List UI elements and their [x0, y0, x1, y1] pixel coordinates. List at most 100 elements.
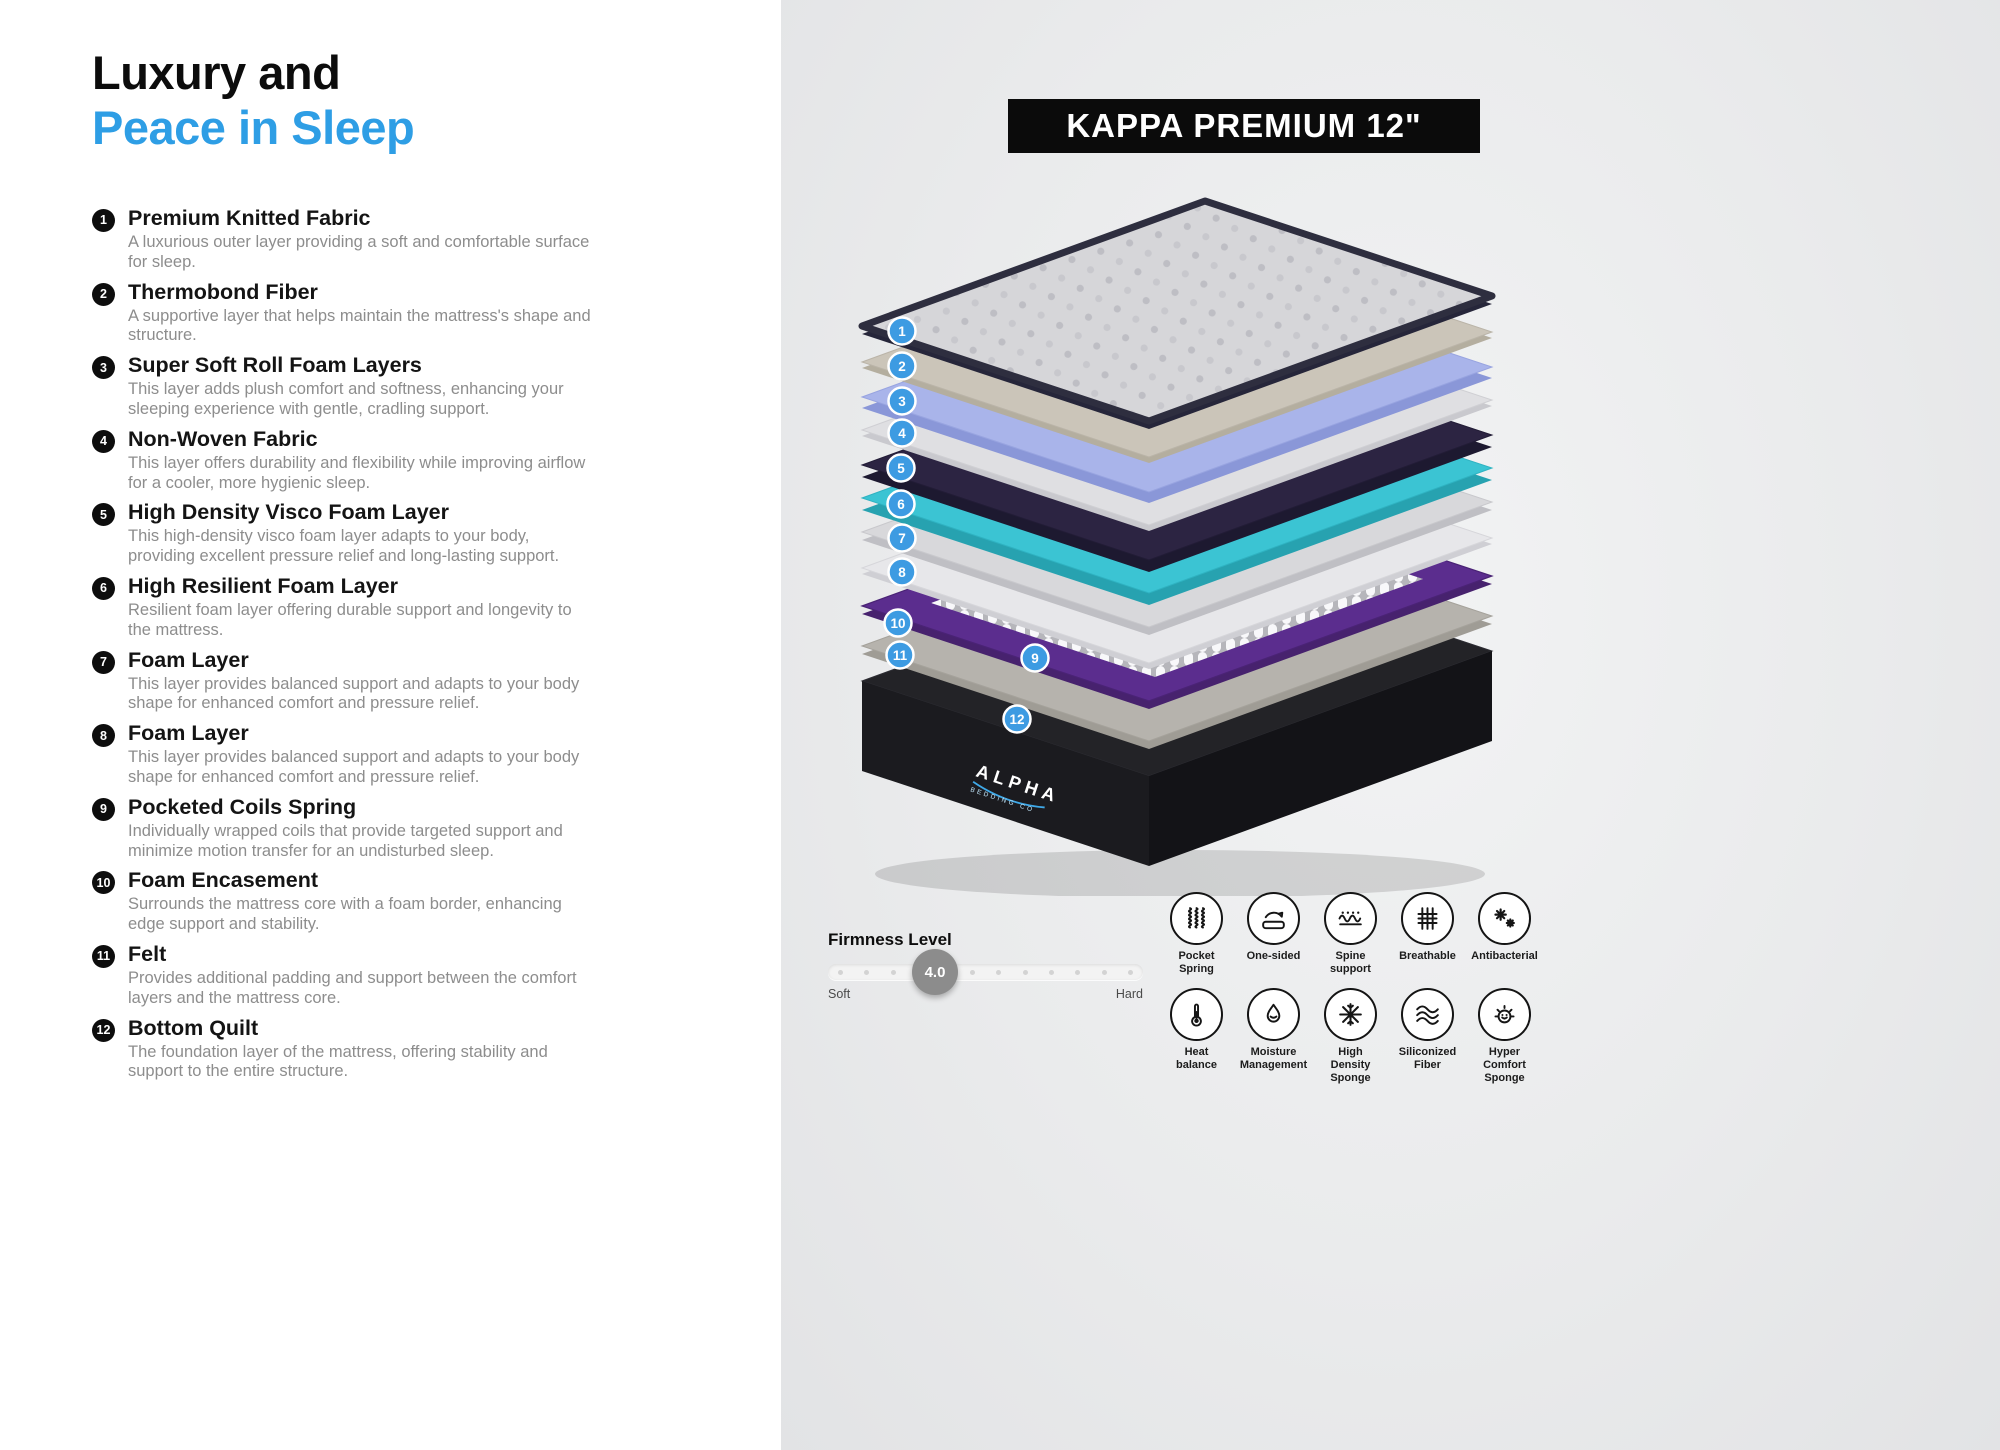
layer-description: A luxurious outer layer providing a soft… — [128, 232, 590, 271]
layer-description: This layer adds plush comfort and softne… — [128, 380, 564, 418]
feature-spine-support: Spine support — [1312, 892, 1389, 975]
feature-label: Breathable — [1399, 950, 1456, 962]
track-dot — [996, 969, 1002, 975]
illustration-badge-4: 4 — [887, 418, 917, 448]
layer-item: 5 High Density Visco Foam Layer This hig… — [92, 500, 742, 567]
layer-title: Foam Layer — [128, 721, 249, 746]
illustration-badge-2: 2 — [887, 351, 917, 381]
layer-title: Foam Layer — [128, 647, 249, 672]
svg-text:3: 3 — [898, 394, 906, 409]
layer-title: High Density Visco Foam Layer — [128, 500, 450, 525]
layer-item: 1 Premium Knitted Fabric A luxurious out… — [92, 206, 742, 273]
spine-support-icon — [1338, 911, 1362, 926]
layer-item: 3 Super Soft Roll Foam Layers This layer… — [92, 353, 742, 420]
firmness-slider-knob[interactable]: 4.0 — [912, 949, 958, 995]
illustration-badge-5: 5 — [886, 453, 916, 483]
layer-number-badge: 3 — [92, 356, 115, 380]
layer-item: 7 Foam Layer This layer provides balance… — [92, 648, 742, 715]
layer-number-badge: 5 — [92, 503, 115, 527]
feature-siliconized-fiber: Siliconized Fiber — [1389, 988, 1466, 1084]
mattress-exploded-illustration: ALPHA BEDDING CO — [858, 197, 1496, 896]
layer-title: Super Soft Roll Foam Layers — [128, 353, 422, 378]
feature-label: High Density Sponge — [1330, 1046, 1371, 1084]
layer-number-badge: 11 — [92, 944, 115, 968]
track-dot — [1101, 969, 1107, 975]
track-dot — [1075, 969, 1081, 975]
firmness-min-label: Soft — [828, 987, 851, 1001]
layer-description: The foundation layer of the mattress, of… — [128, 1042, 548, 1081]
layer-number-badge: 4 — [92, 429, 115, 453]
layer-item: 12 Bottom Quilt The foundation layer of … — [92, 1016, 742, 1083]
illustration-badge-7: 7 — [887, 523, 917, 553]
high-density-sponge-icon — [1339, 1003, 1362, 1027]
layer-number-badge: 12 — [92, 1018, 115, 1042]
layer-number-badge: 2 — [92, 282, 115, 306]
layer-title: Pocketed Coils Spring — [128, 794, 357, 819]
track-dot — [1127, 969, 1133, 975]
svg-text:11: 11 — [893, 648, 908, 663]
feature-label: Moisture Management — [1239, 1046, 1308, 1071]
track-dot — [864, 969, 870, 975]
illustration-badge-9: 9 — [1020, 643, 1050, 673]
layer-description: Individually wrapped coils that provide … — [128, 821, 563, 860]
illustration-badge-11: 11 — [885, 640, 915, 670]
layer-description: This layer provides balanced support and… — [128, 674, 580, 713]
firmness-section: Firmness Level 4.0 Soft Hard — [828, 930, 1143, 1001]
layer-number-badge: 8 — [92, 724, 115, 748]
page-title-line1: Luxury and — [92, 46, 341, 99]
layer-item: 2 Thermobond Fiber A supportive layer th… — [92, 280, 742, 347]
heat-balance-icon — [1191, 1003, 1202, 1027]
layer-list: 1 Premium Knitted Fabric A luxurious out… — [92, 206, 742, 1082]
layer-title: Thermobond Fiber — [128, 279, 318, 304]
layer-item: 9 Pocketed Coils Spring Individually wra… — [92, 795, 742, 862]
layer-item: 4 Non-Woven Fabric This layer offers dur… — [92, 427, 742, 494]
layer-description: This layer offers durability and flexibi… — [128, 453, 586, 492]
firmness-slider-track[interactable]: 4.0 — [828, 949, 1143, 995]
feature-one-sided: One-sided — [1235, 892, 1312, 975]
layer-title: High Resilient Foam Layer — [128, 573, 399, 598]
svg-text:2: 2 — [898, 359, 906, 374]
layer-number-badge: 6 — [92, 576, 115, 600]
feature-moisture-management: Moisture Management — [1235, 988, 1312, 1084]
illustration-badge-10: 10 — [883, 608, 913, 638]
feature-antibacterial: Antibacterial — [1466, 892, 1543, 975]
layer-title: Bottom Quilt — [128, 1015, 259, 1040]
feature-label: Heat balance — [1176, 1046, 1217, 1071]
svg-text:8: 8 — [898, 565, 906, 580]
svg-text:6: 6 — [897, 497, 905, 512]
layer-title: Foam Encasement — [128, 868, 318, 893]
layer-number-badge: 9 — [92, 797, 115, 821]
illustration-badge-1: 1 — [887, 316, 917, 346]
feature-breathable: Breathable — [1389, 892, 1466, 975]
layer-item: 8 Foam Layer This layer provides balance… — [92, 721, 742, 788]
illustration-badge-12: 12 — [1002, 704, 1032, 734]
illustration-badge-3: 3 — [887, 386, 917, 416]
moisture-management-icon — [1266, 1004, 1281, 1023]
layer-description: Provides additional padding and support … — [128, 968, 577, 1007]
layer-description: Resilient foam layer offering durable su… — [128, 600, 572, 639]
feature-hyper-comfort-sponge: Hyper Comfort Sponge — [1466, 988, 1543, 1084]
layer-title: Felt — [128, 941, 167, 966]
track-dot — [890, 969, 896, 975]
breathable-icon — [1417, 907, 1438, 930]
pocket-spring-icon — [1187, 907, 1206, 929]
layers-description-column: Luxury and Peace in Sleep 1 Premium Knit… — [92, 46, 742, 1089]
siliconized-fiber-icon — [1416, 1005, 1439, 1026]
svg-text:1: 1 — [898, 324, 906, 339]
svg-text:12: 12 — [1009, 712, 1024, 727]
product-name-banner: KAPPA PREMIUM 12" — [1008, 99, 1480, 153]
layer-graphic-quilted-top — [858, 197, 1496, 429]
firmness-label: Firmness Level — [828, 930, 952, 949]
track-dot — [969, 969, 975, 975]
svg-text:9: 9 — [1031, 651, 1039, 666]
layer-title: Non-Woven Fabric — [128, 426, 318, 451]
svg-text:4: 4 — [898, 426, 906, 441]
illustration-badge-8: 8 — [887, 557, 917, 587]
svg-text:7: 7 — [898, 531, 906, 546]
layer-number-badge: 10 — [92, 871, 115, 895]
feature-heat-balance: Heat balance — [1158, 988, 1235, 1084]
firmness-max-label: Hard — [1115, 987, 1143, 1001]
feature-icon-grid: Pocket Spring One-sided — [1158, 892, 1543, 1084]
one-sided-icon — [1262, 911, 1285, 930]
